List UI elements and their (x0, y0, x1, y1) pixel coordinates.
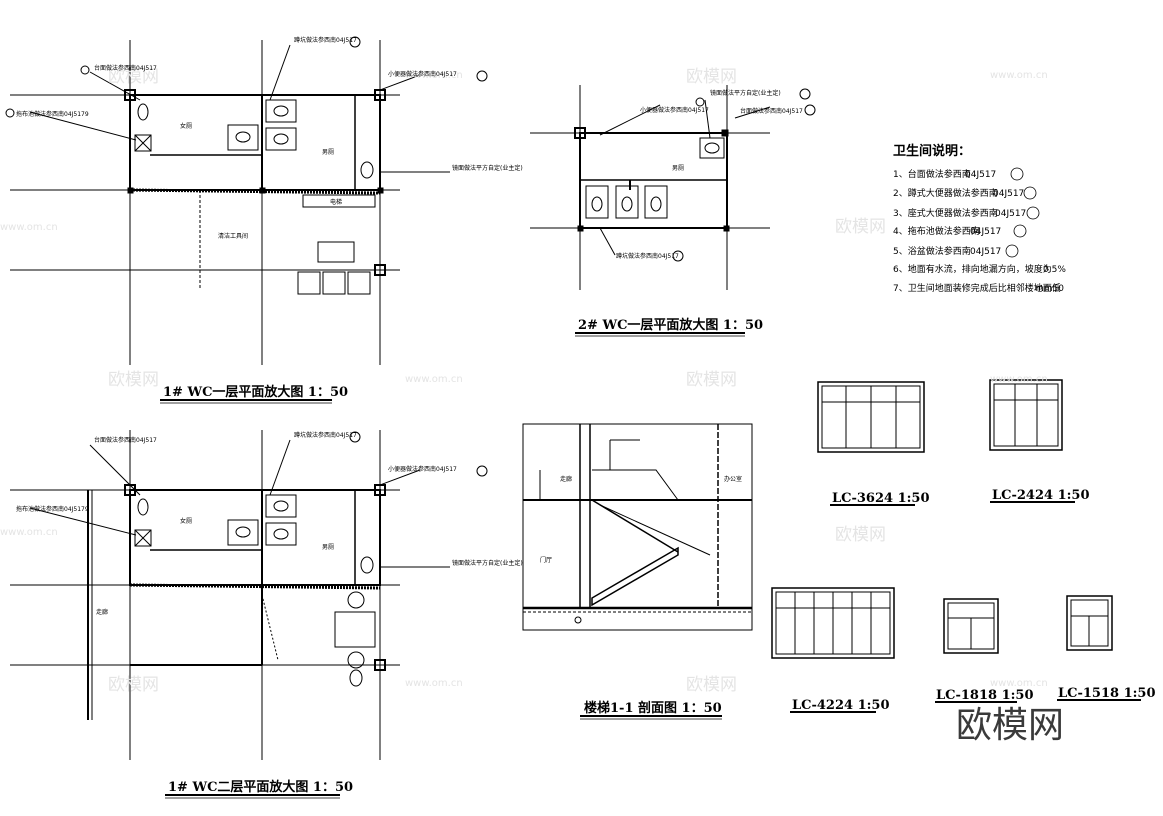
plan-wc1-floor1 (5, 36, 488, 365)
title-window-lc-3624: LC-3624 1:50 (832, 491, 930, 506)
male-room-label: 男厕 (322, 149, 334, 156)
male-room-label-2: 男厕 (672, 165, 684, 172)
note-ref-7: mm50 (1035, 284, 1064, 294)
svg-text:欧模网: 欧模网 (686, 370, 737, 390)
stair-section (522, 423, 753, 631)
washbasin-label-3: 台面做法参西南04J517 (94, 436, 157, 444)
note-item-2: 2、蹲式大便器做法参西南 (893, 187, 998, 199)
svg-text:欧模网: 欧模网 (835, 217, 886, 237)
title-window-lc-4224: LC-4224 1:50 (792, 698, 890, 713)
title-wc1-floor1: 1# WC一层平面放大图 1：50 (163, 384, 348, 400)
mirror-note-label-2: 镜面做法平方自定(业主定) (710, 89, 781, 97)
elevator-label: 电梯 (330, 198, 342, 206)
svg-text:欧模网: 欧模网 (686, 675, 737, 695)
urinal-label-2: 小便器做法参西南04J517 (640, 106, 709, 114)
title-window-lc-1518: LC-1518 1:50 (1058, 686, 1156, 701)
note-item-1: 1、台面做法参西南 (893, 168, 971, 180)
note-ref-4: 04J517 (970, 227, 1001, 237)
labels-wc1-floor2: 台面做法参西南04J517 拖布池做法参西南04J5179 蹲坑做法参西南04J… (16, 431, 523, 616)
washbasin-label-2: 台面做法参西南04J517 (740, 107, 803, 115)
note-ref-5: 04J517 (970, 247, 1001, 257)
window-lc-3624 (817, 381, 925, 453)
title-wc2-floor1: 2# WC一层平面放大图 1：50 (578, 317, 763, 333)
note-item-6: 6、地面有水流，排向地漏方向，坡度为 (893, 263, 1052, 275)
plan-wc2-floor1 (530, 85, 816, 290)
svg-text:www.om.cn: www.om.cn (0, 222, 58, 233)
svg-text:www.om.cn: www.om.cn (405, 70, 463, 81)
male-room-label-3: 男厕 (322, 544, 334, 551)
title-wc1-floor2: 1# WC二层平面放大图 1：50 (168, 779, 353, 795)
note-item-3: 3、座式大便器做法参西南 (893, 207, 998, 219)
office-label: 办公室 (724, 475, 742, 483)
window-lc-1518 (1066, 595, 1113, 651)
note-item-7: 7、卫生间地面装修完成后比相邻楼地面低 (893, 282, 1061, 294)
title-window-lc-2424: LC-2424 1:50 (992, 488, 1090, 503)
urinal-label-3: 小便器做法参西南04J517 (388, 465, 457, 473)
window-lc-2424 (989, 379, 1063, 451)
mirror-note-label-3: 镜面做法平方自定(业主定) (452, 559, 523, 567)
window-lc-1818 (943, 598, 999, 654)
female-room-label-2: 女厕 (180, 517, 192, 525)
svg-text:www.om.cn: www.om.cn (990, 678, 1048, 689)
svg-text:www.om.cn: www.om.cn (990, 374, 1048, 385)
title-window-lc-1818: LC-1818 1:50 (936, 688, 1034, 703)
restroom-notes: 卫生间说明： 1、台面做法参西南 04J517 2、蹲式大便器做法参西南 04J… (893, 143, 1066, 294)
mirror-note-label: 镜面做法平方自定(业主定) (452, 164, 523, 172)
svg-text:www.om.cn: www.om.cn (405, 678, 463, 689)
svg-text:欧模网: 欧模网 (686, 67, 737, 87)
mop-pool-label: 拖布池做法参西南04J5179 (16, 110, 89, 118)
squat-label-2: 蹲坑做法参西南04J517 (616, 252, 679, 260)
svg-text:www.om.cn: www.om.cn (990, 70, 1048, 81)
corridor-label: 走廊 (96, 608, 108, 616)
labels-stair: 走廊 办公室 门厅 (540, 475, 742, 564)
svg-text:欧模网: 欧模网 (108, 675, 159, 695)
note-ref-3: 04J517 (995, 209, 1026, 219)
female-room-label: 女厕 (180, 122, 192, 130)
svg-text:欧模网: 欧模网 (108, 370, 159, 390)
urinal-label: 小便器做法参西南04J517 (388, 70, 457, 78)
note-ref-2: 04J517 (993, 189, 1024, 199)
notes-title: 卫生间说明： (893, 143, 971, 159)
corridor-label-2: 走廊 (560, 475, 572, 483)
svg-text:www.om.cn: www.om.cn (405, 374, 463, 385)
note-ref-1: 04J517 (965, 170, 996, 180)
note-ref-6: 0.5% (1043, 265, 1066, 275)
note-item-4: 4、拖布池做法参西南 (893, 225, 980, 237)
note-item-5: 5、浴盆做法参西南 (893, 245, 971, 257)
hall-label: 门厅 (540, 556, 552, 564)
janitor-room-label: 清洁工具间 (218, 232, 248, 240)
plan-wc1-floor2 (10, 430, 488, 760)
brand-watermark: 欧模网 (956, 705, 1064, 746)
squat-label-3: 蹲坑做法参西南04J517 (294, 431, 357, 439)
mop-pool-label-2: 拖布池做法参西南04J5179 (16, 505, 89, 513)
washbasin-label: 台面做法参西南04J517 (94, 64, 157, 72)
watermarks: 欧模网 欧模网 欧模网 欧模网 欧模网 欧模网 欧模网 欧模网 www.om.c… (0, 67, 1048, 695)
labels-wc2-floor1: 小便器做法参西南04J517 镜面做法平方自定(业主定) 台面做法参西南04J5… (616, 89, 803, 260)
svg-text:www.om.cn: www.om.cn (0, 527, 58, 538)
title-stair-section: 楼梯1-1 剖面图 1：50 (584, 700, 722, 716)
labels-wc1-floor1: 台面做法参西南04J517 拖布池做法参西南04J5179 蹲坑做法参西南04J… (16, 36, 523, 240)
window-lc-4224 (771, 587, 895, 659)
svg-text:欧模网: 欧模网 (835, 525, 886, 545)
svg-text:欧模网: 欧模网 (108, 67, 159, 87)
squat-label: 蹲坑做法参西南04J517 (294, 36, 357, 44)
